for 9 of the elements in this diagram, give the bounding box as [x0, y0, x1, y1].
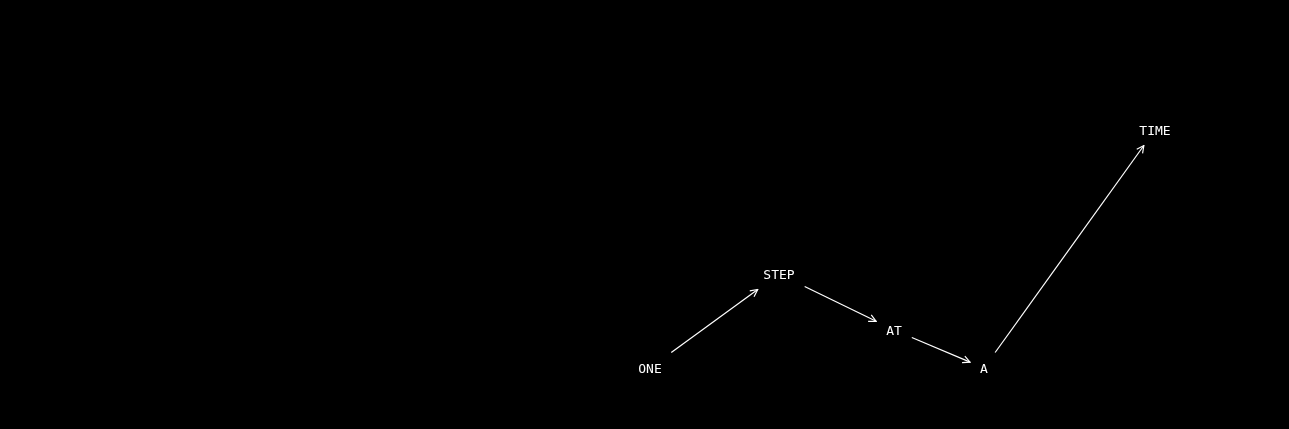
- arrow: [994, 144, 1145, 354]
- node-label: AT: [876, 314, 912, 346]
- node-label: ONE: [628, 352, 672, 384]
- arrow: [670, 288, 759, 354]
- arrow: [911, 336, 971, 364]
- arrow: [804, 285, 877, 322]
- node-label: A: [970, 352, 998, 384]
- node-label: TIME: [1129, 114, 1181, 146]
- node-label: STEP: [753, 258, 805, 290]
